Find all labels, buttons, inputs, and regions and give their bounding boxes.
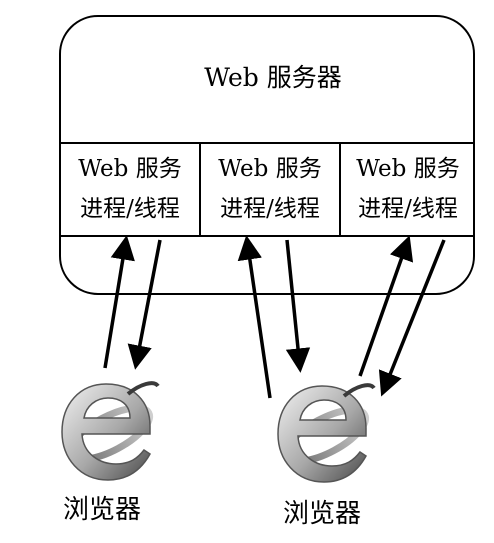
arrow-browser1-to-process1 <box>103 235 135 369</box>
process-box-3 <box>339 142 475 237</box>
browser-2-label: 浏览器 <box>283 499 361 529</box>
web-server-title: Web 服务器 <box>204 63 341 92</box>
process-2-line1: Web 服务 <box>218 156 321 182</box>
process-2-line2: 进程/线程 <box>220 196 320 222</box>
process-1-line2: 进程/线程 <box>80 196 180 222</box>
arrow-browser2-to-process3 <box>358 235 414 377</box>
arrow-process1-to-browser1 <box>127 239 162 370</box>
internet-explorer-icon <box>277 383 376 483</box>
process-3-line1: Web 服务 <box>356 156 459 182</box>
connection-arrows <box>103 235 446 399</box>
internet-explorer-icon <box>61 381 160 481</box>
arrow-process2-to-browser2 <box>285 239 311 373</box>
arrow-process3-to-browser2 <box>378 239 446 397</box>
process-3-line2: 进程/线程 <box>358 196 458 222</box>
process-row: Web 服务 进程/线程 Web 服务 进程/线程 Web 服务 进程/线程 <box>59 142 475 237</box>
browser-1-label: 浏览器 <box>63 495 141 525</box>
arrow-browser2-to-process2 <box>237 235 272 399</box>
process-1-line1: Web 服务 <box>78 156 181 182</box>
